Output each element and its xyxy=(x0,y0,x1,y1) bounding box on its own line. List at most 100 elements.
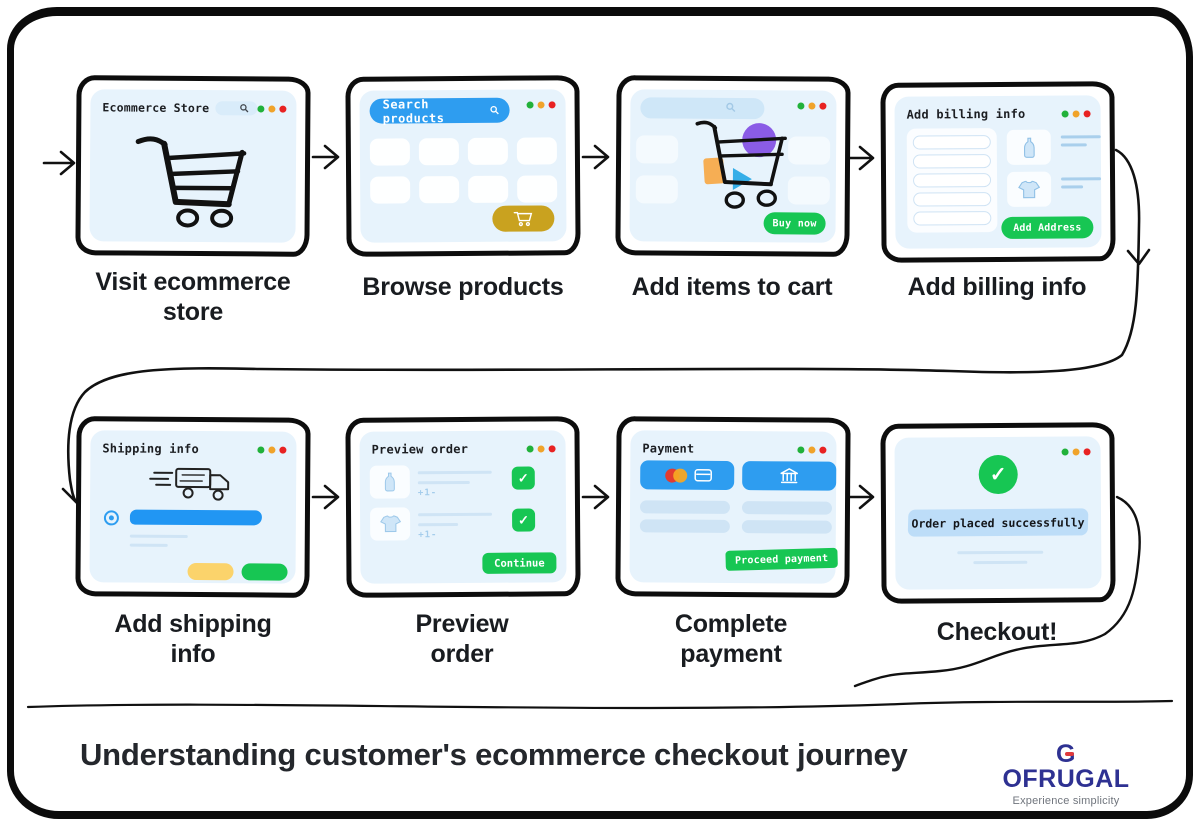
brand-logo: GOFRUGAL Experience simplicity xyxy=(998,742,1134,808)
summary-bar xyxy=(639,519,730,533)
item-checkbox[interactable]: ✓ xyxy=(511,466,535,490)
bottle-icon xyxy=(384,472,395,492)
search-icon xyxy=(726,102,736,112)
add-address-button[interactable]: Add Address xyxy=(1001,216,1094,239)
dot-yellow xyxy=(268,105,276,113)
proceed-payment-label: Proceed payment xyxy=(734,552,829,567)
dot-green xyxy=(1061,448,1069,456)
credit-card-icon xyxy=(693,468,712,482)
search-input[interactable] xyxy=(640,97,765,120)
cart-with-items-illustration xyxy=(695,120,787,209)
item-thumb-shirt xyxy=(370,507,411,541)
browser-window: Buy now xyxy=(629,89,837,243)
text-line xyxy=(418,523,459,526)
dot-green xyxy=(526,101,534,109)
product-tile xyxy=(517,175,558,203)
dot-red xyxy=(279,105,287,113)
step-label-5: Add shipping info xyxy=(114,610,272,668)
window-controls xyxy=(797,102,827,110)
dot-yellow xyxy=(537,444,545,452)
step-panel-visit-store: Ecommerce Store xyxy=(75,75,311,257)
card-payment-button[interactable] xyxy=(640,460,735,491)
quantity-stepper[interactable]: +1- xyxy=(417,488,438,499)
arrow-into-step1 xyxy=(42,150,76,176)
product-tile xyxy=(419,176,460,204)
footer-divider xyxy=(26,699,1174,710)
continue-button[interactable]: Continue xyxy=(482,552,557,574)
form-field[interactable] xyxy=(913,192,992,207)
item-checkbox[interactable]: ✓ xyxy=(512,508,536,532)
orange-item xyxy=(703,157,725,185)
brand-name: GOFRUGAL xyxy=(998,742,1134,792)
dot-red xyxy=(1083,448,1091,456)
text-line xyxy=(973,560,1028,564)
delivery-truck-icon xyxy=(149,467,230,501)
order-success-text: Order placed successfully xyxy=(911,514,1085,531)
search-input[interactable]: Search products xyxy=(369,97,510,125)
window-controls xyxy=(257,104,287,113)
bank-payment-button[interactable] xyxy=(742,461,837,491)
form-field[interactable] xyxy=(913,211,992,226)
arrow-step3-step4 xyxy=(846,145,875,171)
secondary-button[interactable] xyxy=(187,562,234,581)
form-field[interactable] xyxy=(912,135,991,150)
dot-red xyxy=(548,444,556,452)
window-controls xyxy=(526,101,556,109)
dot-yellow xyxy=(1072,109,1080,117)
step-panel-checkout: ✓ Order placed successfully xyxy=(880,422,1116,604)
cart-icon xyxy=(513,211,533,227)
window-controls xyxy=(1061,109,1091,118)
check-glyph: ✓ xyxy=(989,463,1007,487)
check-icon: ✓ xyxy=(517,470,529,486)
screen-title: Ecommerce Store xyxy=(102,100,210,116)
step-panel-browse-products: Search products xyxy=(345,75,581,257)
step-panel-add-to-cart: Buy now xyxy=(615,75,851,257)
browser-window: Search products xyxy=(359,89,567,243)
window-controls xyxy=(526,444,556,453)
form-field[interactable] xyxy=(913,173,992,188)
screen-title: Add billing info xyxy=(906,106,1026,122)
background-tile xyxy=(636,135,679,164)
buy-now-label: Buy now xyxy=(772,217,817,230)
dot-green xyxy=(797,445,805,453)
text-line xyxy=(418,512,493,516)
text-line xyxy=(957,550,1044,554)
window-controls xyxy=(1061,448,1091,456)
dot-red xyxy=(548,101,556,109)
shipping-option-radio[interactable] xyxy=(103,510,119,526)
logo-g-accent xyxy=(1064,752,1074,756)
text-line xyxy=(1061,185,1084,189)
search-input[interactable] xyxy=(215,101,258,116)
dot-yellow xyxy=(808,446,816,454)
step-label-3: Add items to cart xyxy=(631,273,833,301)
window-controls xyxy=(797,445,827,454)
step-label-7: Complete payment xyxy=(674,610,788,668)
primary-button[interactable] xyxy=(241,563,288,581)
window-controls xyxy=(257,445,287,454)
quantity-stepper[interactable]: +1- xyxy=(418,530,438,541)
product-thumb-bottle xyxy=(1006,129,1051,165)
bank-icon xyxy=(780,467,798,483)
step-label-4: Add billing info xyxy=(907,273,1087,301)
text-line xyxy=(1061,177,1102,181)
background-tile xyxy=(635,175,678,204)
dot-yellow xyxy=(1072,448,1080,456)
success-check-icon: ✓ xyxy=(978,454,1018,495)
step-label-8: Checkout! xyxy=(936,618,1058,646)
dot-yellow xyxy=(268,446,276,454)
dot-green xyxy=(797,102,805,110)
tshirt-icon xyxy=(379,515,401,533)
dot-red xyxy=(819,102,827,110)
dot-green xyxy=(1061,110,1069,118)
shopping-cart-illustration xyxy=(135,136,247,228)
brand-tagline: Experience simplicity xyxy=(1012,795,1120,807)
screen-title: Shipping info xyxy=(102,441,199,457)
form-field[interactable] xyxy=(912,154,991,169)
dot-green xyxy=(526,445,534,453)
text-line xyxy=(1060,135,1101,139)
order-success-banner: Order placed successfully xyxy=(907,508,1089,537)
buy-now-button[interactable]: Buy now xyxy=(763,212,826,235)
cart-button[interactable] xyxy=(492,205,555,232)
step-label-2: Browse products xyxy=(362,273,564,301)
proceed-payment-button[interactable]: Proceed payment xyxy=(725,547,838,571)
